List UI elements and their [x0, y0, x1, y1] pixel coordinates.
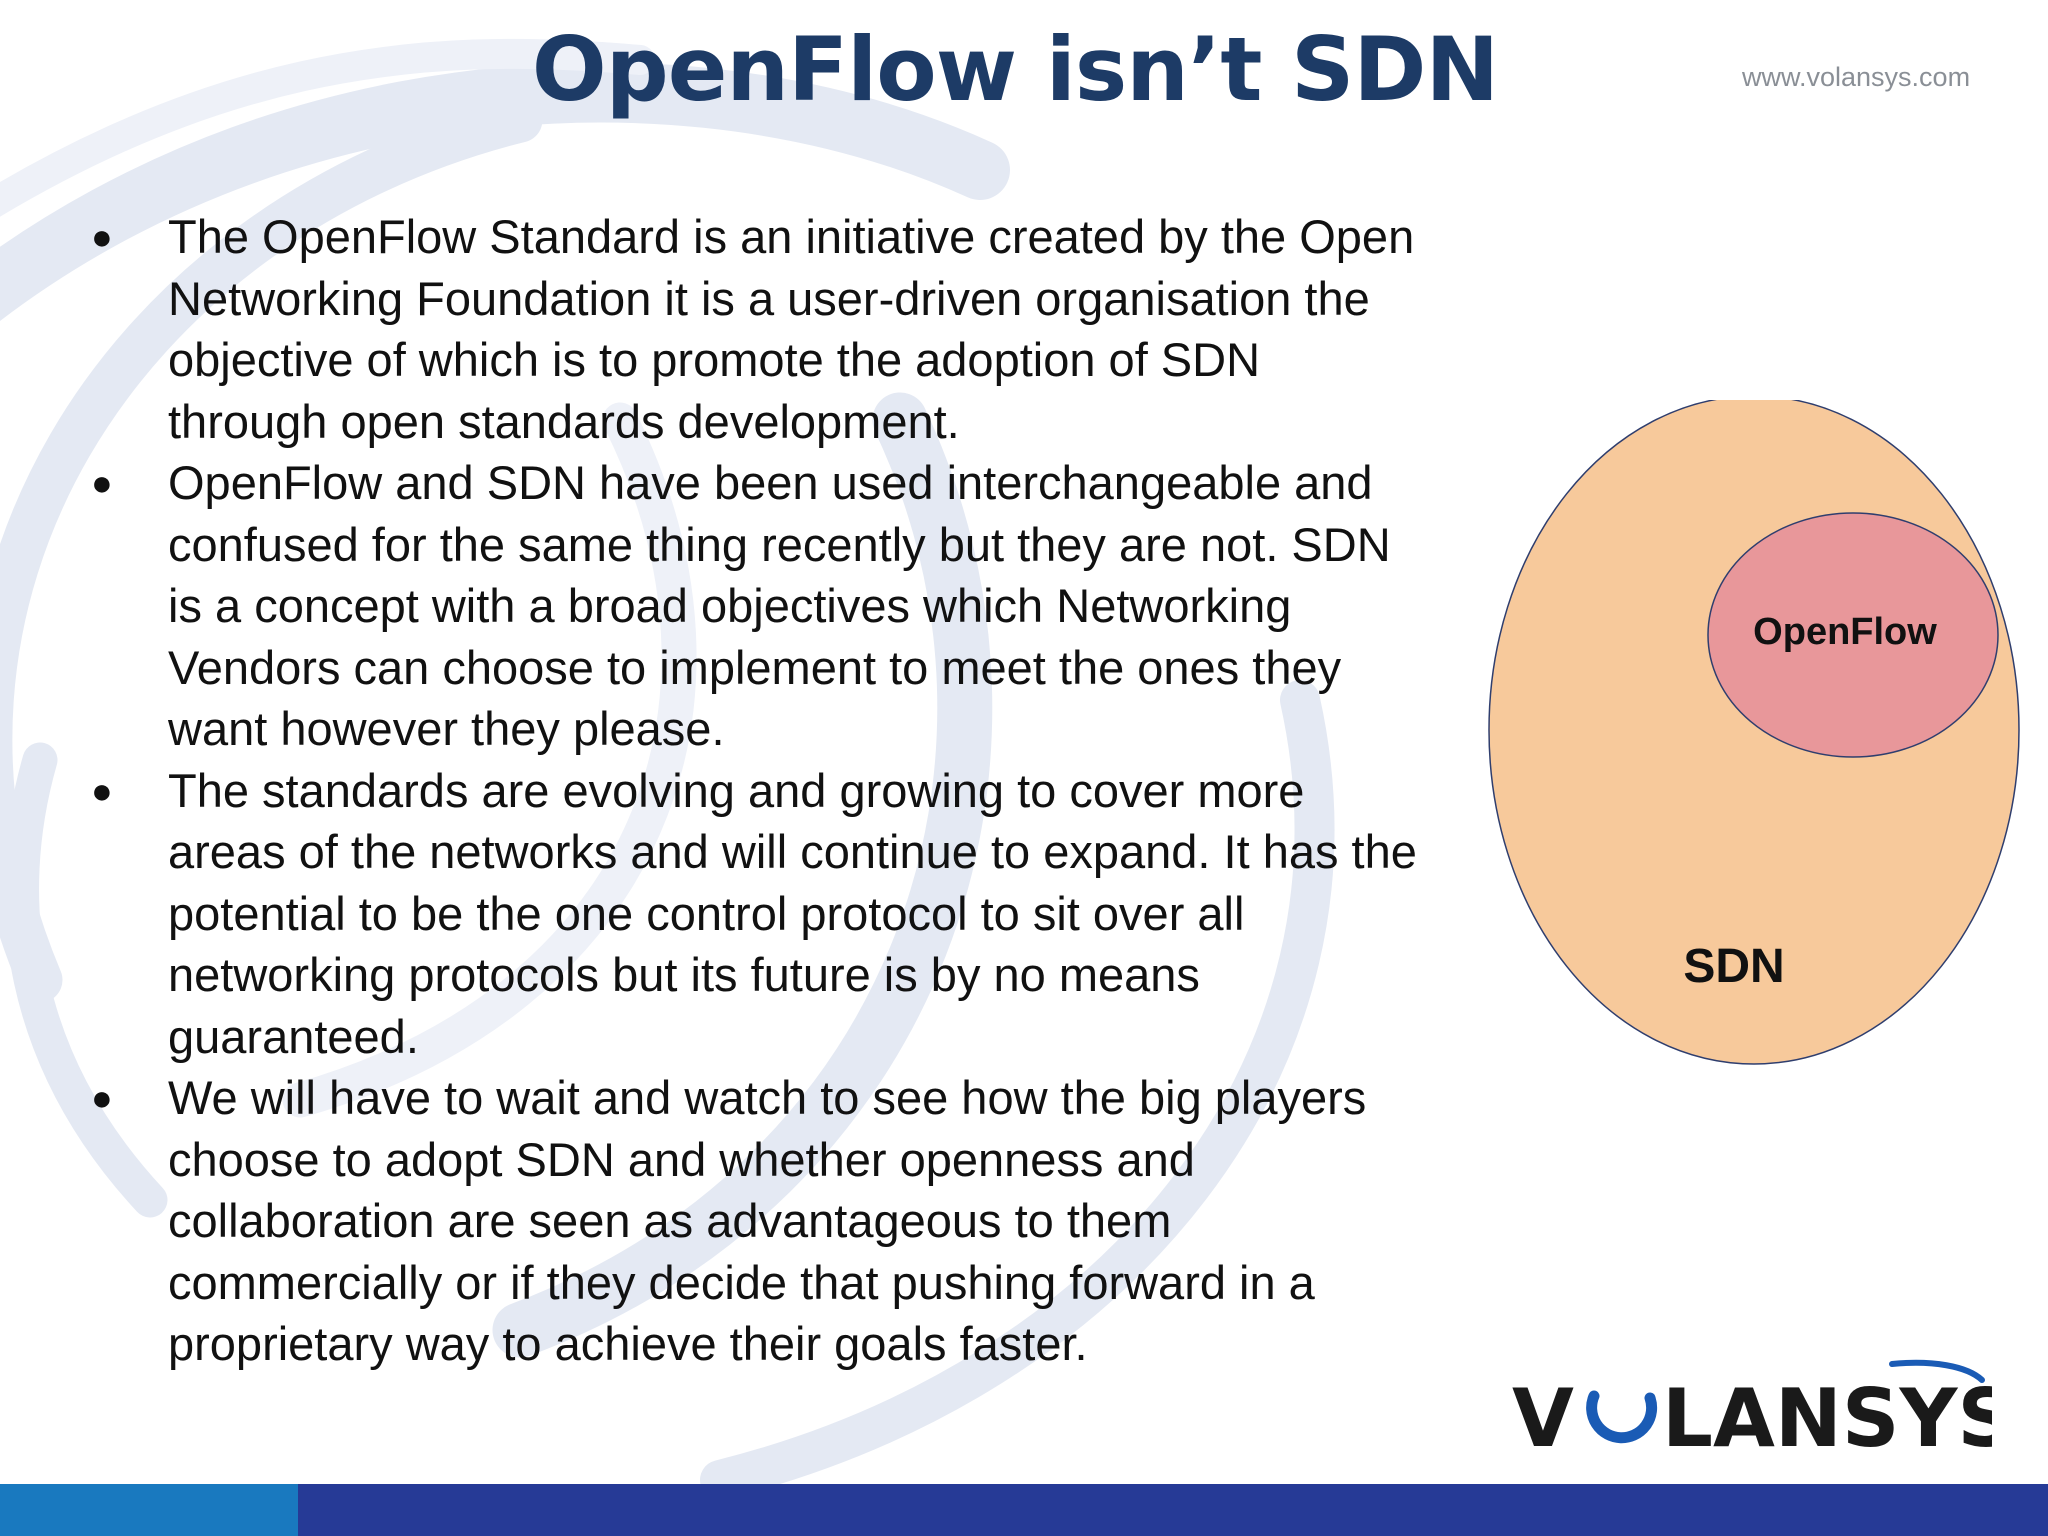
bullet-text: The standards are evolving and growing t…: [168, 763, 1417, 1063]
footer-bar-main: [298, 1484, 2048, 1536]
logo-o-swoosh-icon: [1586, 1390, 1658, 1444]
logo-arc-icon: [1889, 1359, 1985, 1383]
bullet-item: ● We will have to wait and watch to see …: [88, 1067, 1418, 1375]
slide-title: OpenFlow isn’t SDN: [531, 18, 1499, 121]
website-url: www.volansys.com: [1742, 62, 1971, 92]
bullet-dot-icon: ●: [91, 216, 113, 257]
bullet-text: The OpenFlow Standard is an initiative c…: [168, 210, 1415, 448]
logo-letter-v: V: [1512, 1372, 1574, 1458]
bullet-item: ● The OpenFlow Standard is an initiative…: [88, 206, 1418, 452]
bullet-list: ● The OpenFlow Standard is an initiative…: [88, 206, 1418, 1375]
footer-bar-accent: [0, 1484, 298, 1536]
bullet-dot-icon: ●: [91, 1077, 113, 1118]
bullet-dot-icon: ●: [91, 769, 113, 811]
logo-wordmark: LANSYS: [1662, 1372, 1992, 1458]
bullet-text: OpenFlow and SDN have been used intercha…: [168, 456, 1391, 755]
sdn-label: SDN: [1683, 940, 1784, 993]
bullet-item: ● The standards are evolving and growing…: [88, 760, 1418, 1068]
bullet-text: We will have to wait and watch to see ho…: [168, 1071, 1367, 1370]
openflow-label: OpenFlow: [1753, 611, 1937, 653]
footer-bar: [0, 1484, 2048, 1536]
volansys-logo: V LANSYS: [1512, 1358, 1992, 1458]
venn-diagram: OpenFlow SDN: [1488, 400, 2020, 1065]
bullet-dot-icon: ●: [91, 462, 113, 503]
bullet-item: ● OpenFlow and SDN have been used interc…: [88, 452, 1418, 760]
openflow-ellipse: [1707, 512, 1999, 758]
